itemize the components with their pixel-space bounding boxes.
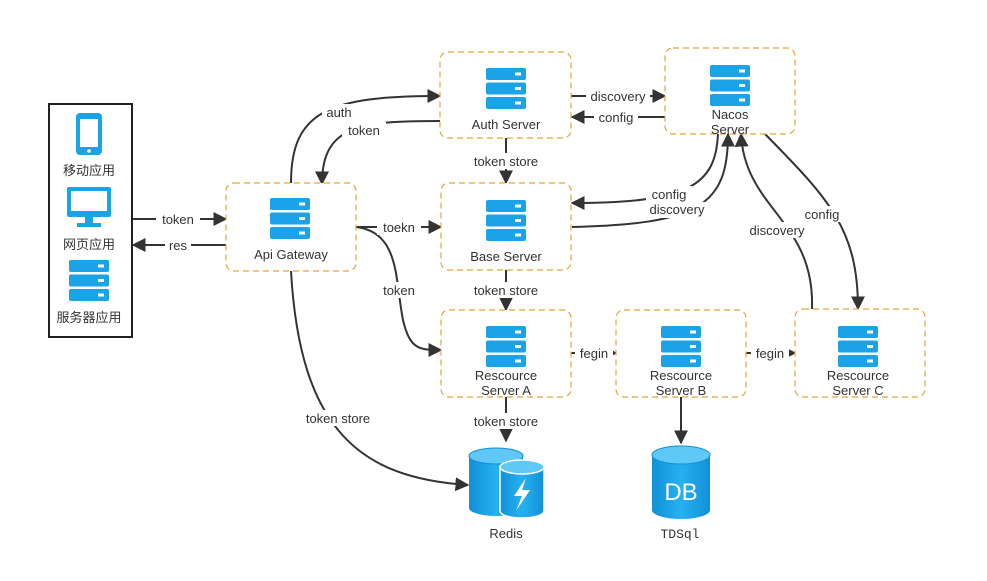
resource-c-label-line2: Server C — [832, 383, 883, 398]
label-resC-discovery: discovery — [750, 223, 805, 238]
auth-server-box — [439, 51, 572, 139]
label-nacos-base-config: config — [652, 187, 687, 202]
resource-server-b-icon — [661, 326, 701, 367]
resource-b-label-line1: Rescource — [650, 368, 712, 383]
base-server-icon — [486, 200, 526, 241]
label-client-res: res — [169, 238, 188, 253]
edge-nacos-base-config — [570, 132, 719, 210]
resource-server-a-icon — [486, 326, 526, 367]
label-client-token: token — [162, 212, 194, 227]
label-gateway-resA: token — [383, 283, 415, 298]
redis-icon — [468, 447, 545, 519]
resource-server-c-box — [794, 308, 926, 398]
resource-c-label-line1: Rescource — [827, 368, 889, 383]
label-base-resA: token store — [474, 283, 538, 298]
label-gateway-redis: token store — [306, 411, 370, 426]
auth-server-icon — [486, 68, 526, 109]
resource-server-c-icon — [838, 326, 878, 367]
client-web-label: 网页应用 — [63, 237, 115, 252]
label-auth-nacos-discovery: discovery — [591, 89, 646, 104]
server-icon — [69, 260, 109, 301]
nacos-label-line2: Server — [711, 122, 750, 137]
label-gateway-base: toekn — [383, 220, 415, 235]
api-gateway-server-icon — [270, 198, 310, 239]
edge-resC-nacos-discovery — [734, 132, 814, 310]
label-auth-gateway-token: token — [348, 123, 380, 138]
monitor-icon — [67, 187, 111, 227]
base-server-label: Base Server — [470, 249, 542, 264]
resource-a-label-line1: Rescource — [475, 368, 537, 383]
api-gateway-label: Api Gateway — [254, 247, 328, 262]
nacos-label-line1: Nacos — [712, 107, 749, 122]
db-logo-text: DB — [664, 479, 697, 506]
label-resB-resC: fegin — [756, 346, 784, 361]
label-base-nacos-discovery: discovery — [650, 202, 705, 217]
client-server-label: 服务器应用 — [56, 310, 121, 325]
resource-a-label-line2: Server A — [481, 383, 531, 398]
label-nacos-resC-config: config — [805, 207, 840, 222]
db-label: TDSql — [660, 527, 699, 542]
redis-label: Redis — [489, 526, 523, 541]
resource-server-b-box — [615, 309, 747, 398]
label-resA-redis: token store — [474, 414, 538, 429]
resource-server-a-box — [440, 309, 572, 398]
edge-gateway-auth — [290, 89, 442, 184]
auth-server-label: Auth Server — [472, 117, 541, 132]
client-mobile-label: 移动应用 — [63, 163, 115, 178]
label-auth-base: token store — [474, 154, 538, 169]
label-resA-resB: fegin — [580, 346, 608, 361]
resource-b-label-line2: Server B — [656, 383, 707, 398]
label-nacos-auth-config: config — [599, 110, 634, 125]
edge-gateway-resA — [355, 226, 443, 357]
database-icon — [651, 445, 711, 519]
nacos-server-icon — [710, 65, 750, 106]
edge-gateway-redis — [290, 270, 470, 492]
label-gateway-auth: auth — [326, 105, 351, 120]
mobile-icon — [76, 113, 102, 155]
